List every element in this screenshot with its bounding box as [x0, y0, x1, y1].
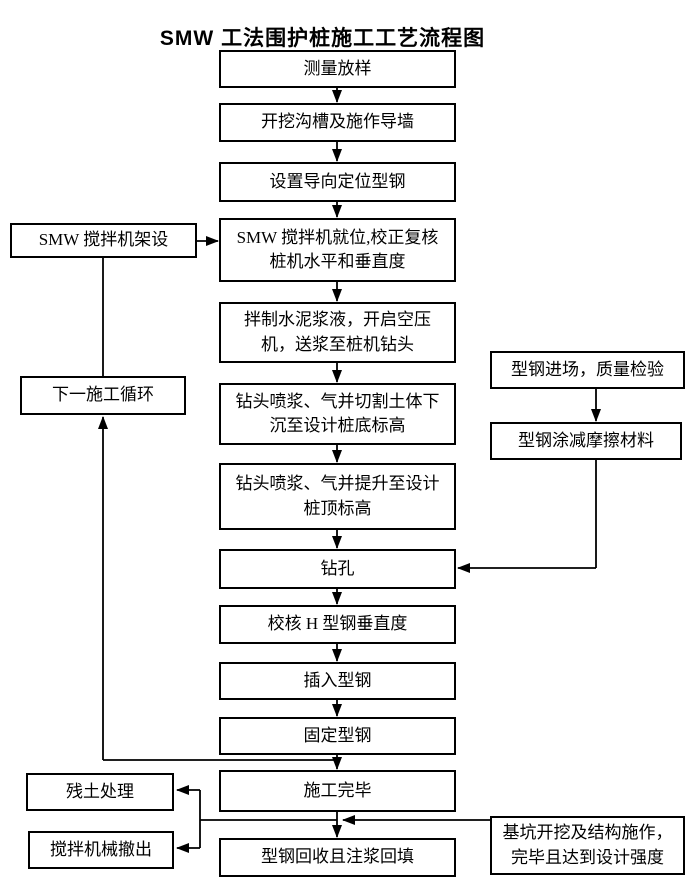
flow-node-mixer-withdrawal: 搅拌机械撤出 [28, 831, 174, 869]
flow-node-construction-complete: 施工完毕 [219, 770, 456, 812]
flow-node-mix-cement-slurry: 拌制水泥浆液，开启空压机，送浆至桩机钻头 [219, 302, 456, 363]
flow-node-insert-steel: 插入型钢 [219, 662, 456, 700]
flow-node-excavate-trench: 开挖沟槽及施作导墙 [219, 103, 456, 142]
flow-node-survey-layout: 测量放样 [219, 50, 456, 88]
flow-node-mixer-in-position: SMW 搅拌机就位,校正复核桩机水平和垂直度 [219, 218, 456, 282]
flow-node-next-cycle: 下一施工循环 [20, 376, 186, 415]
flow-node-jet-lift: 钻头喷浆、气并提升至设计桩顶标高 [219, 463, 456, 530]
flow-node-fix-steel: 固定型钢 [219, 717, 456, 755]
flow-node-jet-cut-sink: 钻头喷浆、气并切割土体下沉至设计桩底标高 [219, 383, 456, 445]
flow-node-steel-friction-coating: 型钢涂减摩擦材料 [490, 422, 682, 460]
flow-node-pit-excavation-strength: 基坑开挖及结构施作，完毕且达到设计强度 [490, 816, 685, 875]
flowchart-title: SMW 工法围护桩施工工艺流程图 [159, 27, 486, 50]
flow-node-steel-arrival-inspection: 型钢进场，质量检验 [490, 351, 685, 389]
flow-node-mixer-setup: SMW 搅拌机架设 [10, 223, 197, 258]
flow-node-check-h-steel-verticality: 校核 H 型钢垂直度 [219, 605, 456, 644]
flow-node-residual-soil-disposal: 残土处理 [26, 773, 174, 811]
flow-node-set-guide-steel: 设置导向定位型钢 [219, 162, 456, 202]
flow-node-drilling: 钻孔 [219, 549, 456, 589]
flow-node-steel-recovery-grouting: 型钢回收且注浆回填 [219, 838, 456, 877]
